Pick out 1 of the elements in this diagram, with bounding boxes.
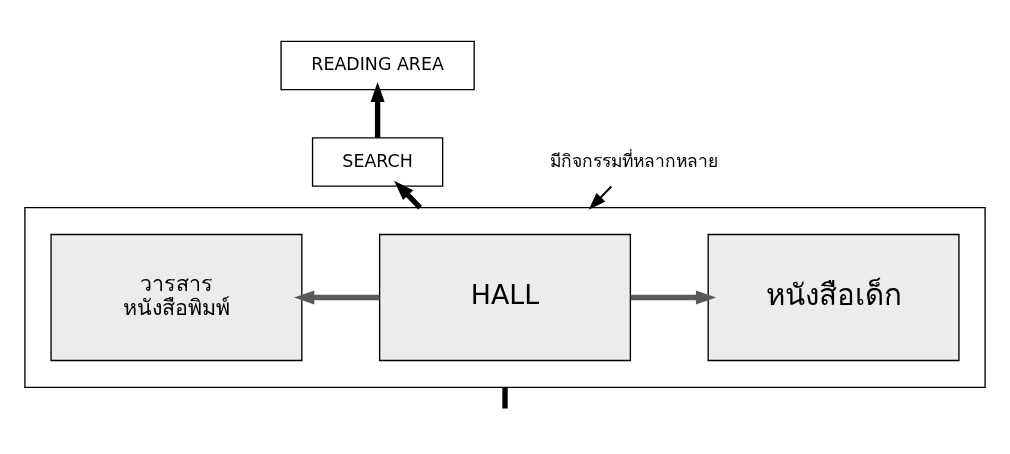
node-text: มีกิจกรรมที่หลากหลาย bbox=[549, 150, 718, 171]
